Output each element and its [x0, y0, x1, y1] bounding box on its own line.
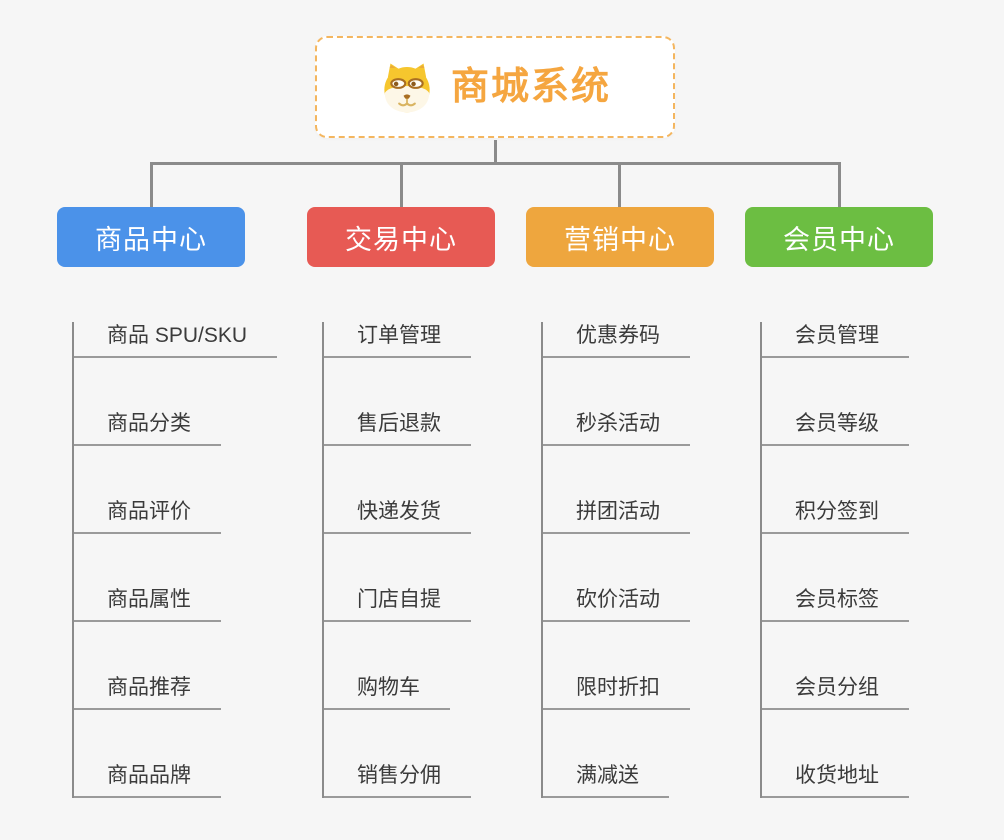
branch-member-center: 会员中心 会员管理 会员等级 积分签到 会员标签 会员分组 收货地址 [745, 207, 933, 798]
branch-trade-center: 交易中心 订单管理 售后退款 快递发货 门店自提 购物车 销售分佣 [307, 207, 495, 798]
branch-product-center: 商品中心 商品 SPU/SKU 商品分类 商品评价 商品属性 商品推荐 商品品牌 [57, 207, 278, 798]
topic-item[interactable]: 门店自提 [324, 586, 471, 622]
connector-root-stub [494, 140, 497, 164]
connector-drop-marketing [618, 164, 621, 208]
topic-item[interactable]: 商品属性 [74, 586, 221, 622]
topic-item[interactable]: 满减送 [543, 762, 669, 798]
topic-item[interactable]: 会员管理 [762, 322, 909, 358]
connector-drop-trade [400, 164, 403, 208]
branch-list-product: 商品 SPU/SKU 商品分类 商品评价 商品属性 商品推荐 商品品牌 [72, 322, 278, 798]
topic-item[interactable]: 购物车 [324, 674, 450, 710]
topic-item[interactable]: 商品推荐 [74, 674, 221, 710]
topic-item[interactable]: 销售分佣 [324, 762, 471, 798]
topic-item[interactable]: 会员分组 [762, 674, 909, 710]
topic-item[interactable]: 商品评价 [74, 498, 221, 534]
topic-item[interactable]: 商品 SPU/SKU [74, 322, 278, 358]
branch-label: 交易中心 [345, 224, 457, 255]
topic-item[interactable]: 收货地址 [762, 762, 909, 798]
branch-node-trade-center[interactable]: 交易中心 [307, 207, 495, 267]
topic-item[interactable]: 优惠券码 [543, 322, 690, 358]
topic-item[interactable]: 拼团活动 [543, 498, 690, 534]
branch-list-marketing: 优惠券码 秒杀活动 拼团活动 砍价活动 限时折扣 满减送 [541, 322, 714, 798]
topic-item[interactable]: 积分签到 [762, 498, 909, 534]
topic-item[interactable]: 订单管理 [324, 322, 471, 358]
branch-label: 商品中心 [95, 224, 207, 255]
topic-item[interactable]: 限时折扣 [543, 674, 690, 710]
branch-list-trade: 订单管理 售后退款 快递发货 门店自提 购物车 销售分佣 [322, 322, 495, 798]
topic-item[interactable]: 快递发货 [324, 498, 471, 534]
topic-item[interactable]: 会员等级 [762, 410, 909, 446]
branch-marketing-center: 营销中心 优惠券码 秒杀活动 拼团活动 砍价活动 限时折扣 满减送 [526, 207, 714, 798]
topic-item[interactable]: 会员标签 [762, 586, 909, 622]
branch-node-product-center[interactable]: 商品中心 [57, 207, 245, 267]
topic-item[interactable]: 秒杀活动 [543, 410, 690, 446]
topic-item[interactable]: 商品分类 [74, 410, 221, 446]
connector-horizontal [150, 162, 841, 165]
root-title: 商城系统 [450, 66, 611, 108]
branch-node-marketing-center[interactable]: 营销中心 [526, 207, 714, 267]
topic-item[interactable]: 砍价活动 [543, 586, 690, 622]
connector-drop-product [150, 164, 153, 208]
topic-item[interactable]: 商品品牌 [74, 762, 221, 798]
branch-node-member-center[interactable]: 会员中心 [745, 207, 933, 267]
connector-drop-member [838, 164, 841, 208]
shiba-dog-icon [379, 60, 435, 114]
branch-list-member: 会员管理 会员等级 积分签到 会员标签 会员分组 收货地址 [760, 322, 933, 798]
topic-item[interactable]: 售后退款 [324, 410, 471, 446]
root-node[interactable]: 商城系统 [315, 36, 675, 138]
branch-label: 会员中心 [783, 224, 895, 255]
branch-label: 营销中心 [564, 224, 676, 255]
